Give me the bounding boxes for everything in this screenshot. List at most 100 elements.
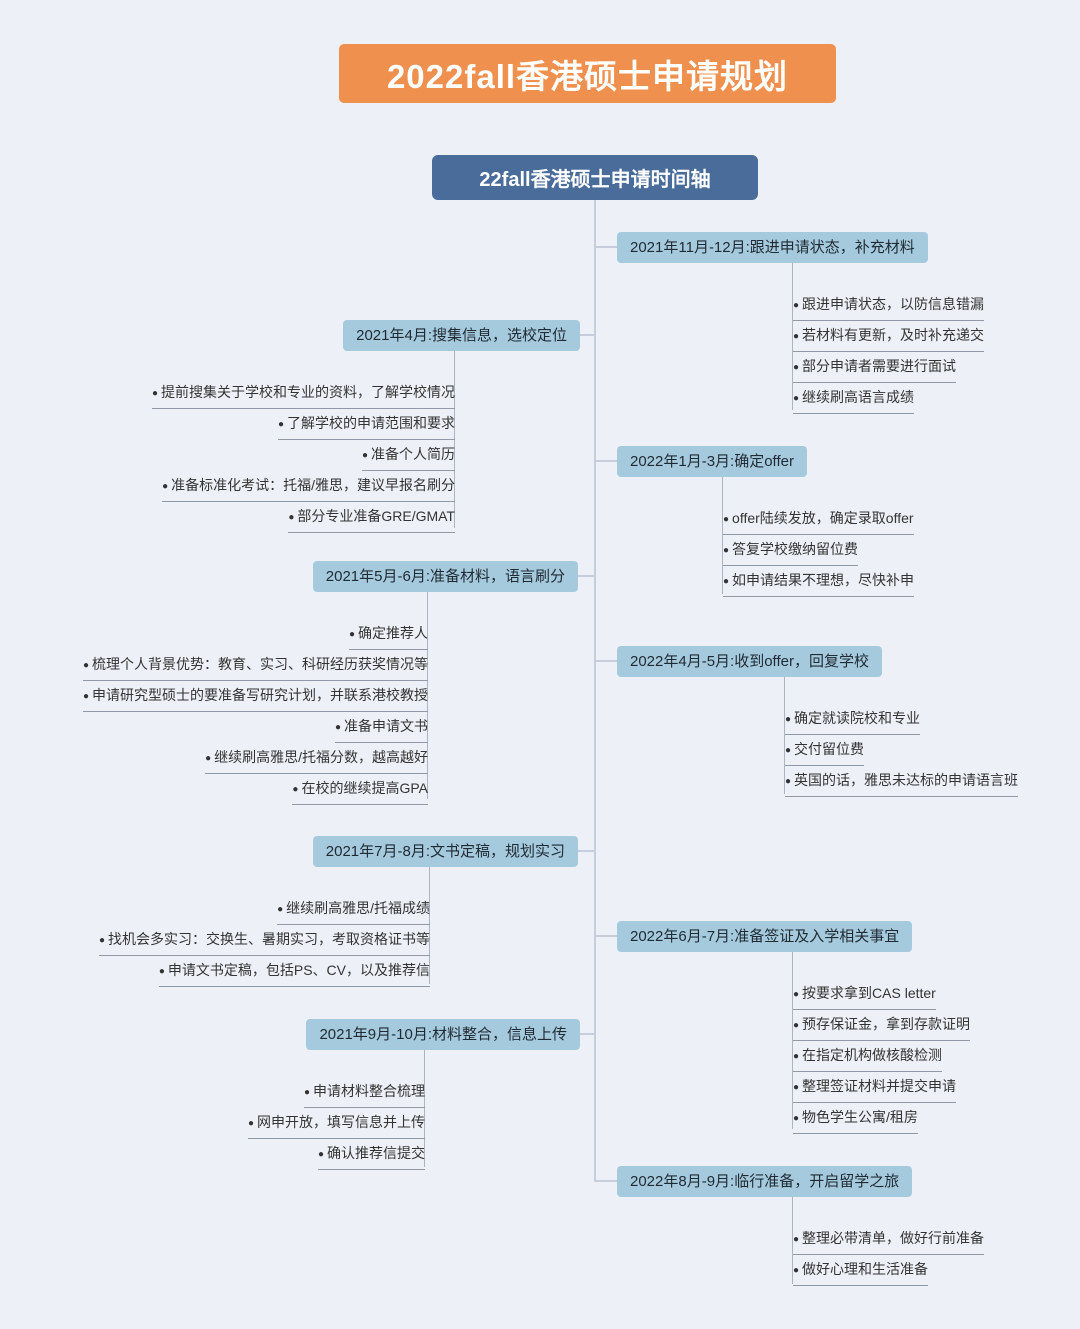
list-item: ●在指定机构做核酸检测 (793, 1041, 943, 1072)
item-text: 确定就读院校和专业 (794, 710, 921, 726)
children-connector-line (427, 592, 428, 799)
item-text: 准备个人简历 (371, 446, 455, 462)
list-item: ●做好心理和生活准备 (793, 1255, 929, 1286)
list-item: ●提前搜集关于学校和专业的资料，了解学校情况 (151, 378, 455, 409)
list-item: ●英国的话，雅思未达标的申请语言班 (785, 766, 1019, 797)
item-text: offer陆续发放，确定录取offer (732, 510, 914, 526)
bullet-icon: ● (303, 1087, 310, 1098)
children-connector-line (784, 677, 785, 794)
branch-connector-line (578, 850, 596, 852)
list-item: ●准备申请文书 (334, 712, 428, 743)
bullet-icon: ● (317, 1149, 324, 1160)
item-text: 按要求拿到CAS letter (802, 985, 936, 1001)
list-item: ●如申请结果不理想，尽快补申 (723, 566, 915, 597)
branch-items: ●确定推荐人●梳理个人背景优势：教育、实习、科研经历获奖情况等●申请研究型硕士的… (82, 619, 428, 805)
bullet-icon: ● (793, 1020, 800, 1031)
bullet-icon: ● (334, 722, 341, 733)
branch-items: ●offer陆续发放，确定录取offer●答复学校缴纳留位费●如申请结果不理想，… (723, 504, 915, 597)
bullet-icon: ● (361, 450, 368, 461)
list-item: ●答复学校缴纳留位费 (723, 535, 859, 566)
list-item: ●预存保证金，拿到存款证明 (793, 1010, 971, 1041)
bullet-icon: ● (785, 714, 792, 725)
bullet-icon: ● (723, 576, 730, 587)
item-text: 交付留位费 (794, 741, 865, 757)
item-text: 部分申请者需要进行面试 (802, 358, 957, 374)
bullet-icon: ● (793, 1051, 800, 1062)
branch-node: 2021年7月-8月:文书定稿，规划实习 (312, 836, 578, 867)
item-text: 准备申请文书 (344, 718, 428, 734)
bullet-icon: ● (785, 745, 792, 756)
branch-node: 2022年6月-7月:准备签证及入学相关事宜 (617, 921, 913, 952)
item-text: 部分专业准备GRE/GMAT (297, 508, 455, 524)
bullet-icon: ● (793, 331, 800, 342)
item-text: 确认推荐信提交 (327, 1145, 425, 1161)
branch-items: ●跟进申请状态，以防信息错漏●若材料有更新，及时补充递交●部分申请者需要进行面试… (793, 290, 985, 414)
list-item: ●部分专业准备GRE/GMAT (288, 502, 455, 533)
bullet-icon: ● (158, 966, 165, 977)
branch-node: 2022年8月-9月:临行准备，开启留学之旅 (617, 1166, 913, 1197)
list-item: ●offer陆续发放，确定录取offer (723, 504, 914, 535)
branch-connector-line (594, 460, 617, 462)
children-connector-line (424, 1050, 425, 1167)
children-connector-line (792, 1197, 793, 1284)
item-text: 申请文书定稿，包括PS、CV，以及推荐信 (167, 962, 430, 978)
list-item: ●梳理个人背景优势：教育、实习、科研经历获奖情况等 (82, 650, 428, 681)
list-item: ●整理签证材料并提交申请 (793, 1072, 957, 1103)
list-item: ●继续刷高雅思/托福成绩 (277, 894, 430, 925)
item-text: 申请研究型硕士的要准备写研究计划，并联系港校教授 (92, 687, 428, 703)
list-item: ●准备个人简历 (361, 440, 455, 471)
bullet-icon: ● (288, 512, 295, 523)
item-text: 继续刷高雅思/托福分数，越高越好 (214, 749, 428, 765)
branch-connector-line (594, 660, 617, 662)
item-text: 网申开放，填写信息并上传 (257, 1114, 425, 1130)
item-text: 确定推荐人 (358, 625, 428, 641)
bullet-icon: ● (98, 935, 105, 946)
bullet-icon: ● (82, 691, 89, 702)
branch-connector-line (594, 246, 617, 248)
bullet-icon: ● (162, 481, 169, 492)
bullet-icon: ● (277, 904, 284, 915)
bullet-icon: ● (793, 300, 800, 311)
list-item: ●找机会多实习：交换生、暑期实习，考取资格证书等 (98, 925, 430, 956)
list-item: ●确定就读院校和专业 (785, 704, 921, 735)
item-text: 在指定机构做核酸检测 (802, 1047, 943, 1063)
item-text: 如申请结果不理想，尽快补申 (732, 572, 915, 588)
list-item: ●交付留位费 (785, 735, 865, 766)
bullet-icon: ● (723, 514, 730, 525)
bullet-icon: ● (292, 784, 299, 795)
bullet-icon: ● (793, 1265, 800, 1276)
bullet-icon: ● (793, 362, 800, 373)
list-item: ●跟进申请状态，以防信息错漏 (793, 290, 985, 321)
children-connector-line (792, 952, 793, 1129)
list-item: ●若材料有更新，及时补充递交 (793, 321, 985, 352)
root-node: 22fall香港硕士申请时间轴 (432, 155, 758, 200)
branch-connector-line (594, 1180, 617, 1182)
bullet-icon: ● (205, 753, 212, 764)
list-item: ●申请研究型硕士的要准备写研究计划，并联系港校教授 (82, 681, 428, 712)
trunk-connector-line (594, 200, 596, 1181)
list-item: ●部分申请者需要进行面试 (793, 352, 957, 383)
page-title: 2022fall香港硕士申请规划 (339, 44, 836, 103)
item-text: 物色学生公寓/租房 (802, 1109, 918, 1125)
branch-items: ●申请材料整合梳理●网申开放，填写信息并上传●确认推荐信提交 (247, 1077, 425, 1170)
branch-node: 2021年9月-10月:材料整合，信息上传 (306, 1019, 580, 1050)
bullet-icon: ● (348, 629, 355, 640)
item-text: 找机会多实习：交换生、暑期实习，考取资格证书等 (108, 931, 430, 947)
item-text: 整理签证材料并提交申请 (802, 1078, 957, 1094)
item-text: 英国的话，雅思未达标的申请语言班 (794, 772, 1019, 788)
list-item: ●了解学校的申请范围和要求 (277, 409, 455, 440)
item-text: 跟进申请状态，以防信息错漏 (802, 296, 985, 312)
item-text: 做好心理和生活准备 (802, 1261, 929, 1277)
bullet-icon: ● (723, 545, 730, 556)
list-item: ●继续刷高雅思/托福分数，越高越好 (205, 743, 428, 774)
item-text: 梳理个人背景优势：教育、实习、科研经历获奖情况等 (92, 656, 428, 672)
branch-items: ●确定就读院校和专业●交付留位费●英国的话，雅思未达标的申请语言班 (785, 704, 1019, 797)
branch-node: 2021年4月:搜集信息，选校定位 (343, 320, 580, 351)
branch-items: ●继续刷高雅思/托福成绩●找机会多实习：交换生、暑期实习，考取资格证书等●申请文… (98, 894, 430, 987)
branch-connector-line (580, 1033, 596, 1035)
bullet-icon: ● (793, 1082, 800, 1093)
item-text: 提前搜集关于学校和专业的资料，了解学校情况 (161, 384, 455, 400)
bullet-icon: ● (82, 660, 89, 671)
children-connector-line (722, 477, 723, 594)
